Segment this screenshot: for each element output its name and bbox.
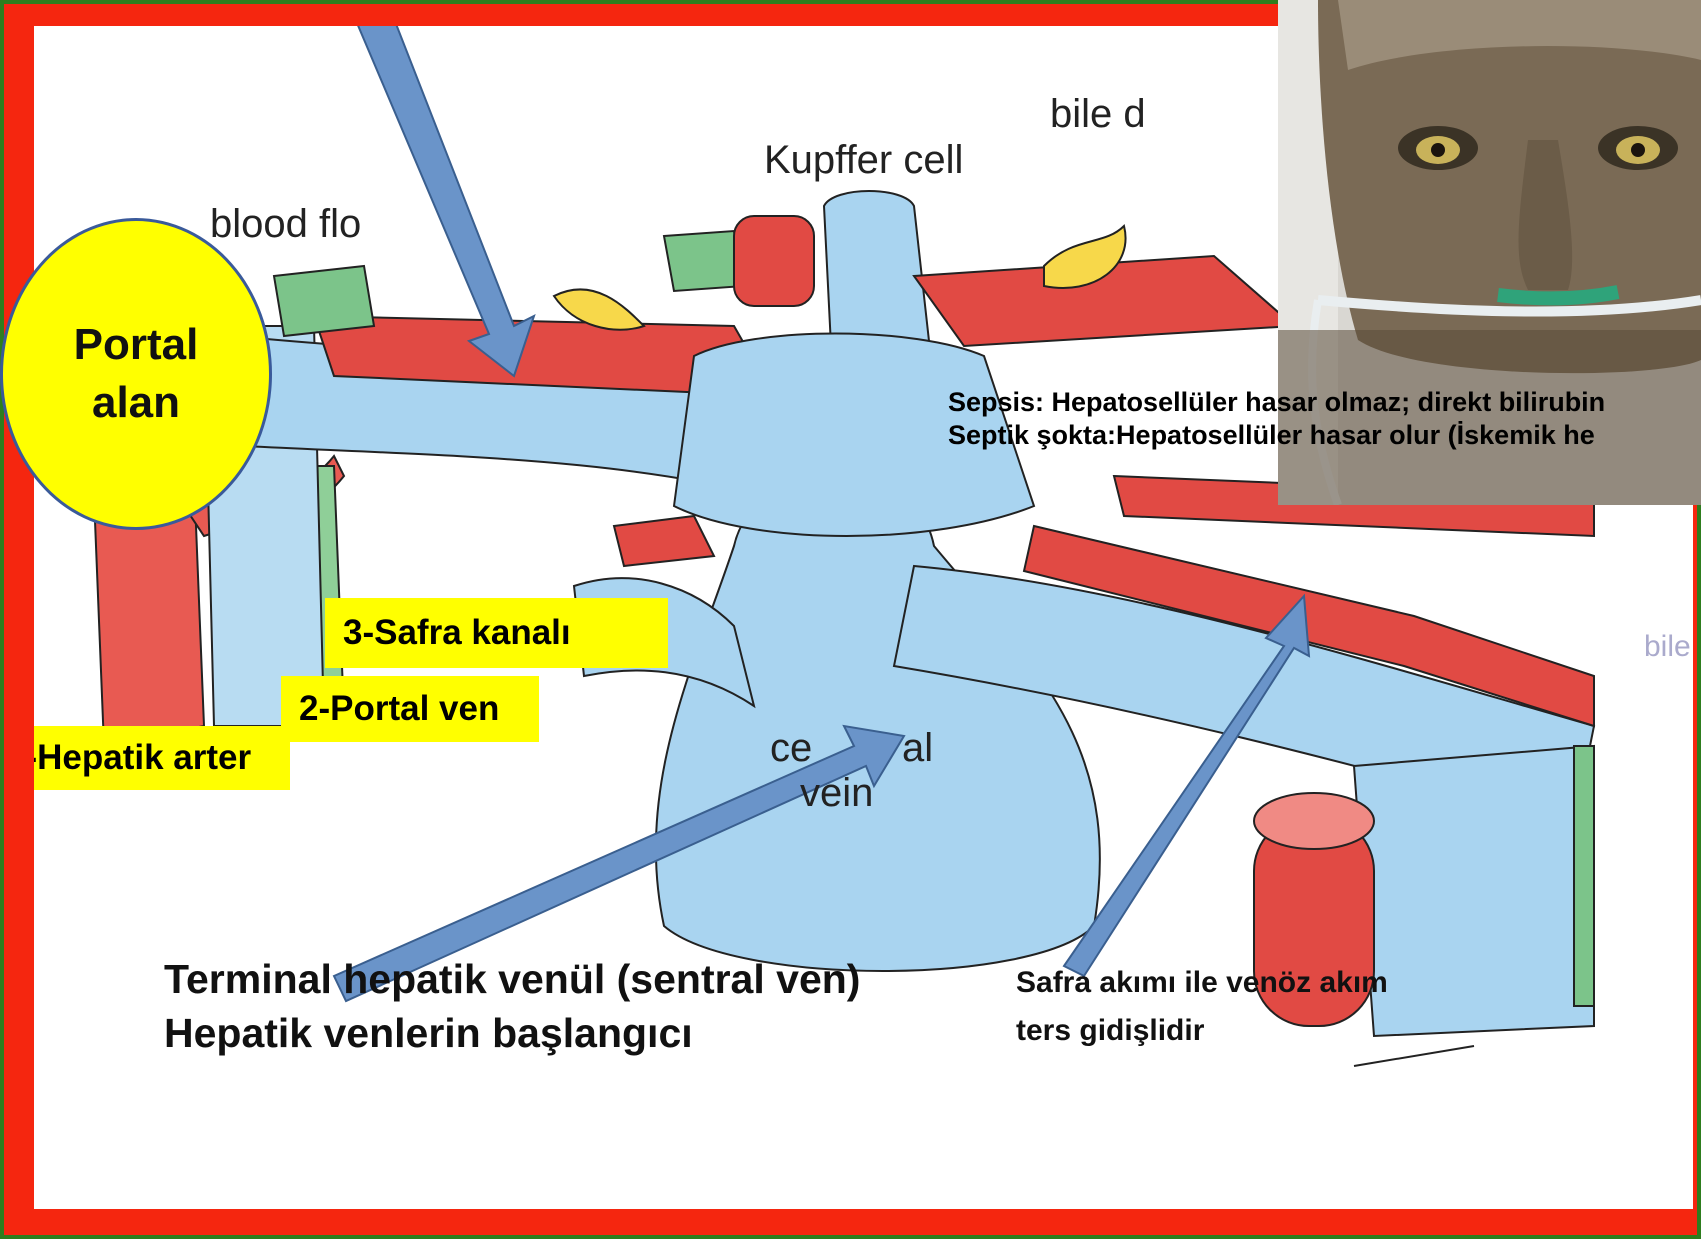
portal-area-badge: Portal alan bbox=[0, 218, 272, 530]
label-safra-kanali: 3-Safra kanalı bbox=[325, 598, 668, 668]
label-hepatik-arter: 1-Hepatik arter bbox=[34, 726, 290, 790]
central-vein-label-2: al bbox=[902, 726, 933, 771]
label-portal-ven-text: 2-Portal ven bbox=[299, 689, 499, 729]
caption-central-vein-line1: Terminal hepatik venül (sentral ven) bbox=[164, 956, 860, 1003]
photo-caption: Sepsis: Hepatosellüler hasar olmaz; dire… bbox=[948, 386, 1701, 452]
red-vessel-bottom-top bbox=[1254, 793, 1374, 849]
green-duct-top bbox=[274, 266, 374, 336]
bile-right-label: bile bbox=[1644, 630, 1691, 664]
photo-caption-line1: Sepsis: Hepatosellüler hasar olmaz; dire… bbox=[948, 386, 1701, 419]
caption-central-vein-line2: Hepatik venlerin başlangıcı bbox=[164, 1010, 693, 1057]
caption-flow-line1: Safra akımı ile venöz akım bbox=[1016, 966, 1388, 1000]
callout-line bbox=[1354, 1046, 1474, 1066]
bile-duct-label: bile d bbox=[1050, 92, 1146, 137]
hepatocyte-lower-left bbox=[614, 516, 714, 566]
central-vein-label-3: vein bbox=[800, 771, 873, 816]
green-duct-right bbox=[1574, 746, 1594, 1006]
portal-vein-right bbox=[1354, 746, 1594, 1036]
kupffer-cell-label: Kupffer cell bbox=[764, 138, 963, 183]
green-duct-top-2 bbox=[664, 231, 744, 291]
central-vein-label-1: ce bbox=[770, 726, 812, 771]
blood-flow-label: blood flo bbox=[210, 202, 361, 247]
label-hepatik-arter-text: 1-Hepatik arter bbox=[34, 738, 251, 778]
photo-caption-line2: Septik şokta:Hepatosellüler hasar olur (… bbox=[948, 419, 1701, 452]
caption-flow-line2: ters gidişlidir bbox=[1016, 1014, 1204, 1048]
label-safra-kanali-text: 3-Safra kanalı bbox=[343, 613, 571, 653]
portal-area-line2: alan bbox=[92, 374, 180, 432]
portal-area-line1: Portal bbox=[74, 316, 199, 374]
label-portal-ven: 2-Portal ven bbox=[281, 676, 539, 742]
red-vessel-top bbox=[734, 216, 814, 306]
